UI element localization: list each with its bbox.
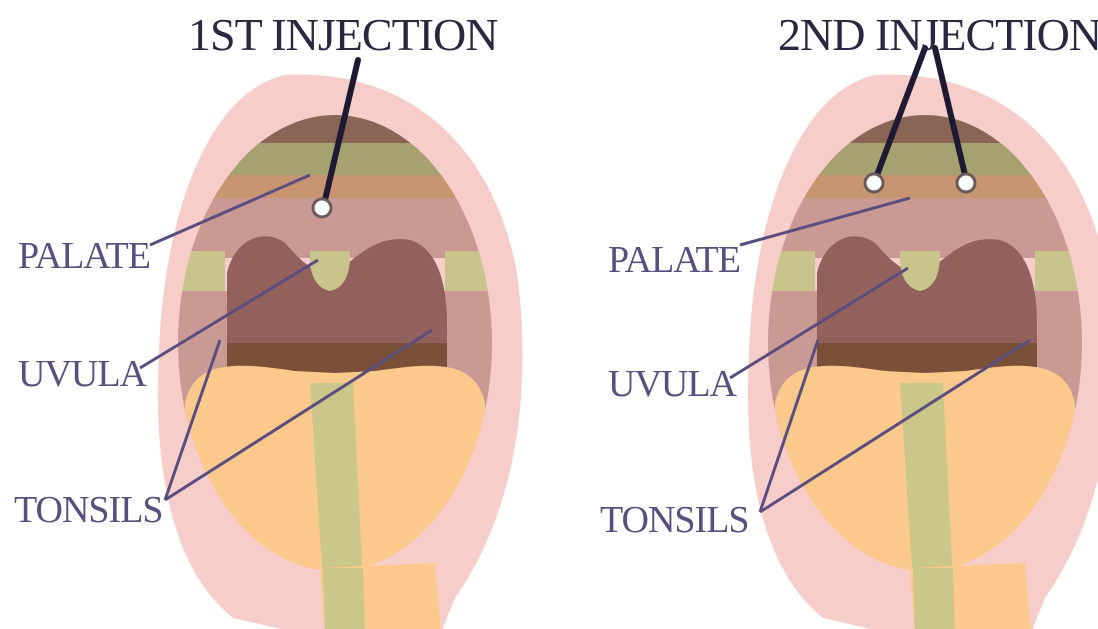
mouth-illustration-2 bbox=[748, 75, 1098, 629]
uvula-label: UVULA bbox=[608, 363, 738, 405]
panel-2-title: 2ND INJECTION bbox=[778, 9, 1098, 60]
soft-palate bbox=[165, 198, 505, 258]
tonsils-label: TONSILS bbox=[600, 499, 749, 541]
palate-label: PALATE bbox=[18, 235, 150, 277]
tongue-tip-groove bbox=[323, 568, 365, 629]
tongue-tip-groove bbox=[913, 568, 955, 629]
injection-site-right bbox=[957, 174, 975, 192]
injection-site bbox=[313, 199, 331, 217]
uvula-label: UVULA bbox=[18, 353, 148, 395]
tonsils-label: TONSILS bbox=[14, 489, 163, 531]
panel-1-title: 1ST INJECTION bbox=[188, 9, 498, 60]
palate-label: PALATE bbox=[608, 239, 740, 281]
mouth-illustration-1 bbox=[158, 75, 523, 629]
panel-second-injection: 2ND INJECTION PALATE UVULA TONSILS bbox=[600, 9, 1098, 629]
panel-first-injection: 1ST INJECTION PALATE UVULA TONSILS bbox=[14, 9, 523, 629]
injection-site-left bbox=[865, 174, 883, 192]
